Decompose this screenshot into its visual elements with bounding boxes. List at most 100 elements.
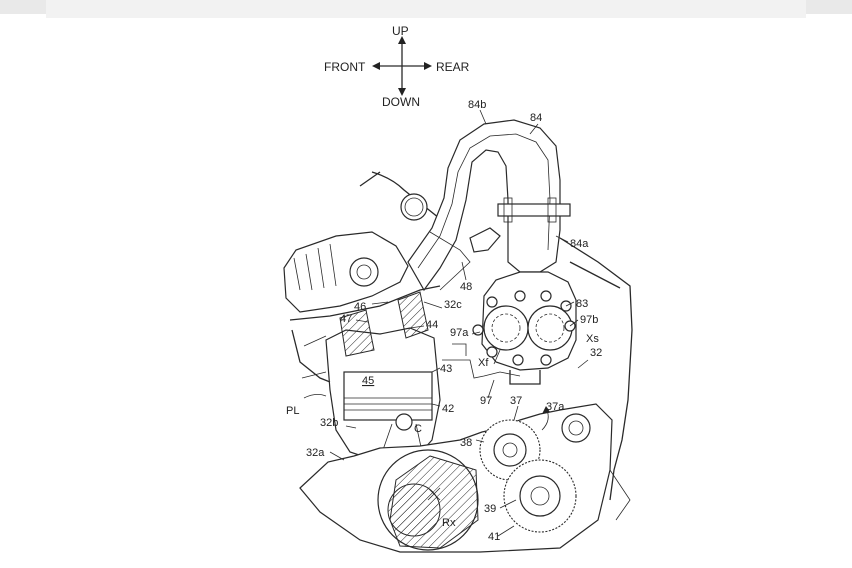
bolt-2: [514, 290, 526, 302]
label-rx: Rx: [442, 517, 456, 529]
label-45: 45: [362, 375, 374, 387]
label-37: 37: [510, 395, 522, 407]
label-xf: Xf: [478, 357, 489, 369]
rotor-front-dashed: [491, 313, 521, 343]
frame-rear-line: [559, 237, 633, 501]
leader-xf: [493, 349, 501, 365]
label-84b: 84b: [468, 99, 486, 111]
leader-32a: [329, 451, 345, 461]
label-47: 47: [340, 313, 352, 325]
label-c: C: [414, 423, 422, 435]
dir-up: UP: [392, 24, 409, 38]
arrow-up-icon: [398, 36, 406, 44]
leader-39: [499, 499, 517, 509]
bolt-5: [486, 346, 498, 358]
intake-duct: [407, 119, 571, 292]
bracket-xf: [452, 343, 467, 356]
label-39: 39: [484, 503, 496, 515]
label-32: 32: [590, 347, 602, 359]
leader-32c: [423, 301, 443, 309]
pipe-route: [442, 359, 521, 379]
leader-84b: [479, 109, 487, 125]
crank-center-mark-2: [427, 487, 441, 501]
leader-97b: [569, 319, 579, 327]
head-gasket-line: [289, 285, 441, 321]
label-37a: 37a: [546, 401, 565, 413]
duct-flange: [497, 203, 571, 217]
leader-47: [355, 319, 369, 323]
gear-38-center: [502, 442, 518, 458]
leader-97: [487, 379, 495, 399]
camshaft-hub: [356, 264, 372, 280]
gear-41-center: [530, 486, 550, 506]
leader-38: [475, 439, 485, 443]
leader-pl: [303, 394, 327, 399]
label-xs: Xs: [586, 333, 599, 345]
routing-lines: [442, 343, 521, 379]
label-42: 42: [442, 403, 454, 415]
label-38: 38: [460, 437, 472, 449]
head-fins: [293, 243, 337, 291]
arrow-left-icon: [372, 62, 380, 70]
piston: [343, 371, 433, 421]
bolt-8: [472, 324, 484, 336]
bolt-3: [540, 290, 552, 302]
idler-gear: [561, 413, 591, 443]
direction-indicator: UP DOWN FRONT REAR: [324, 24, 470, 109]
leader-32b: [345, 425, 357, 429]
label-32c: 32c: [444, 299, 462, 311]
label-pl: PL: [286, 405, 299, 417]
label-32b: 32b: [320, 417, 338, 429]
throttle-body: [429, 231, 471, 291]
idler-gear-center: [568, 420, 584, 436]
leader-41: [497, 525, 515, 537]
flange-bolt-left: [503, 197, 513, 223]
cylinder-head: [283, 231, 441, 321]
leader-84a: [555, 235, 569, 243]
label-43: 43: [440, 363, 452, 375]
label-83: 83: [576, 298, 588, 310]
leader-97a: [471, 331, 481, 335]
bolt-6: [512, 354, 524, 366]
crank-journal: [387, 483, 441, 537]
top-strip-inner: [46, 0, 806, 18]
frame-edge: [359, 171, 381, 187]
rotor-front: [483, 305, 529, 351]
label-48: 48: [460, 281, 472, 293]
flange-bolt-right: [547, 197, 557, 223]
leader-37: [513, 405, 519, 421]
gear-41-hub: [519, 475, 561, 517]
leader-44: [409, 325, 425, 329]
head-cover: [283, 231, 409, 313]
rotor-rear-dashed: [535, 313, 565, 343]
cylinder: [291, 291, 441, 471]
gear-train: [479, 406, 631, 533]
label-84: 84: [530, 112, 542, 124]
cylinder-fins: [301, 335, 327, 379]
dir-rear: REAR: [436, 60, 470, 74]
mount-bracket: [509, 370, 541, 385]
frame-tube-inner: [404, 197, 424, 217]
arrow-right-icon: [424, 62, 432, 70]
label-44: 44: [426, 319, 438, 331]
label-97b: 97b: [580, 314, 598, 326]
frame-body: [359, 171, 633, 501]
dir-front: FRONT: [324, 60, 366, 74]
leader-42: [431, 403, 441, 407]
cylinder-front-line: [291, 329, 331, 383]
label-46: 46: [354, 301, 366, 313]
leader-32: [577, 359, 589, 369]
injector: [469, 227, 501, 253]
camshaft: [349, 257, 379, 287]
leader-83: [565, 301, 575, 307]
label-84a: 84a: [570, 238, 589, 250]
arrow-down-icon: [398, 88, 406, 96]
case-rear-edge: [609, 469, 631, 521]
leader-43: [431, 367, 441, 373]
leader-48: [461, 261, 467, 281]
label-41: 41: [488, 531, 500, 543]
throttle-block: [472, 271, 577, 385]
leader-84: [529, 123, 539, 135]
